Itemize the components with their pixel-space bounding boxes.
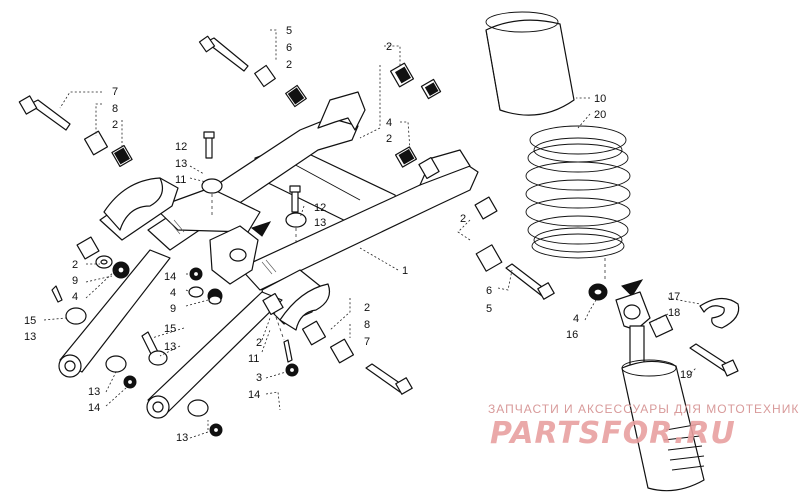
callout-14: 14 xyxy=(164,271,176,283)
leader-lines xyxy=(43,29,701,439)
callout-13: 13 xyxy=(24,331,36,343)
callout-11: 11 xyxy=(248,353,259,365)
watermark-tagline: ЗАПЧАСТИ И АКСЕССУАРЫ ДЛЯ МОТОТЕХНИКИ xyxy=(488,402,800,416)
callout-13: 13 xyxy=(176,432,188,444)
left-link-arm xyxy=(58,177,179,378)
callout-13: 13 xyxy=(164,341,176,353)
callout-19: 19 xyxy=(680,369,692,381)
callout-11: 11 xyxy=(175,174,186,186)
callout-2: 2 xyxy=(386,41,392,53)
callout-12: 12 xyxy=(314,202,326,214)
coil-spring xyxy=(525,125,631,259)
shock-spring-assembly xyxy=(485,11,740,492)
callout-5: 5 xyxy=(486,303,492,315)
callout-14: 14 xyxy=(248,389,260,401)
callout-1: 1 xyxy=(402,265,408,277)
callout-4: 4 xyxy=(573,313,579,325)
callout-2: 2 xyxy=(112,119,118,131)
callout-4: 4 xyxy=(170,287,176,299)
callout-18: 18 xyxy=(668,307,680,319)
watermark-logo: PARTSFOR.RU xyxy=(490,416,736,451)
callout-15: 15 xyxy=(164,323,176,335)
callout-6: 6 xyxy=(286,42,292,54)
callout-13: 13 xyxy=(88,386,100,398)
right-link-arm xyxy=(146,283,331,419)
callout-7: 7 xyxy=(112,86,118,98)
callout-17: 17 xyxy=(668,291,680,303)
callout-3: 3 xyxy=(256,372,262,384)
bolt-5-top xyxy=(198,35,249,72)
callout-2: 2 xyxy=(256,337,262,349)
callout-15: 15 xyxy=(24,315,36,327)
callout-4: 4 xyxy=(386,117,392,129)
callout-10: 10 xyxy=(594,93,606,105)
callout-2: 2 xyxy=(286,59,292,71)
callout-8: 8 xyxy=(364,319,370,331)
callout-6: 6 xyxy=(486,285,492,297)
callout-5: 5 xyxy=(286,25,292,37)
callout-16: 16 xyxy=(566,329,578,341)
callout-2: 2 xyxy=(72,259,78,271)
callout-13: 13 xyxy=(175,158,187,170)
callout-2: 2 xyxy=(386,133,392,145)
callout-9: 9 xyxy=(170,303,176,315)
callout-2: 2 xyxy=(460,213,466,225)
callout-labels: 5 6 2 7 8 2 2 4 2 10 20 12 13 11 12 13 2… xyxy=(24,25,692,444)
callout-12: 12 xyxy=(175,141,187,153)
callout-8: 8 xyxy=(112,103,118,115)
callout-2: 2 xyxy=(364,302,370,314)
rear-arm-frame xyxy=(99,91,479,365)
callout-13: 13 xyxy=(314,217,326,229)
hardware-parts xyxy=(18,35,644,437)
callout-4: 4 xyxy=(72,291,78,303)
callout-7: 7 xyxy=(364,336,370,348)
callout-14: 14 xyxy=(88,402,100,414)
callout-9: 9 xyxy=(72,275,78,287)
callout-20: 20 xyxy=(594,109,606,121)
